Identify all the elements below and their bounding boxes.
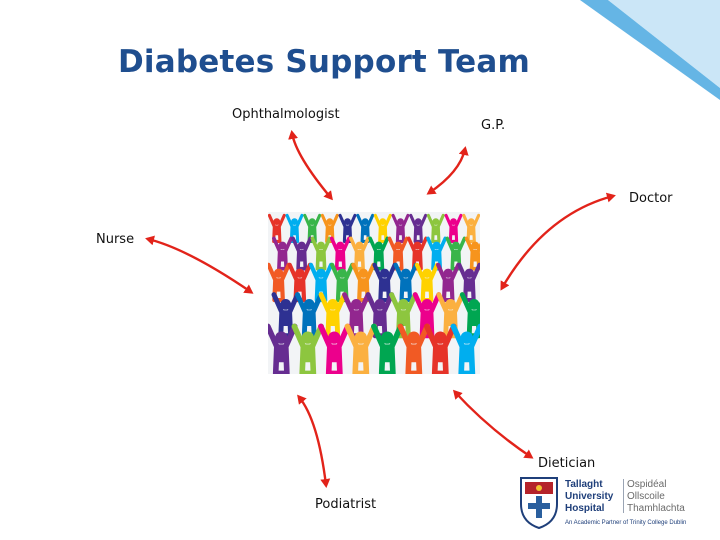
role-dietician: Dietician: [538, 456, 596, 471]
hospital-logo: Tallaght University Hospital Ospidéal Ol…: [517, 476, 697, 532]
crowd-person: [373, 213, 392, 243]
logo-text-en: Tallaght University Hospital: [565, 479, 614, 514]
crowd-person: [409, 213, 428, 243]
slide-title: Diabetes Support Team: [117, 44, 531, 80]
arrow-doctor: [500, 192, 616, 291]
role-nurse: Nurse: [96, 232, 135, 247]
crowd-person: [464, 236, 480, 271]
crowd-person: [371, 323, 404, 374]
crowd-person: [424, 323, 457, 374]
corner-accent-stripe: [580, 0, 720, 100]
crowd-person: [457, 262, 480, 303]
crowd-person: [426, 213, 445, 243]
crowd-person: [391, 213, 410, 243]
hospital-crest-icon: [520, 477, 558, 530]
logo-name-en-2: University: [565, 491, 614, 502]
arrow-dietician: [452, 389, 534, 459]
arrow-podiatrist: [297, 394, 331, 488]
arrow-nurse: [145, 235, 254, 294]
role-podiatrist: Podiatrist: [315, 497, 377, 512]
crowd-person: [450, 323, 480, 374]
arrow-gp: [426, 146, 469, 195]
logo-name-en-3: Hospital: [565, 503, 605, 514]
crowd-person: [291, 236, 313, 271]
crowd-person: [349, 236, 370, 271]
crowd-person: [397, 323, 431, 374]
crowd-person: [291, 323, 325, 374]
role-doctor: Doctor: [629, 191, 673, 206]
logo-divider: [623, 479, 624, 513]
logo-text-ga: Ospidéal Ollscoile Thamhlachta: [627, 479, 685, 514]
crowd-person: [368, 236, 390, 271]
crowd-person: [444, 213, 463, 243]
logo-name-ga-1: Ospidéal: [627, 479, 666, 490]
crowd-person: [372, 262, 397, 303]
role-ophthalmologist: Ophthalmologist: [232, 107, 340, 122]
crowd-person: [318, 323, 351, 374]
crowd-person: [462, 213, 480, 243]
logo-name-ga-3: Thamhlachta: [627, 503, 685, 514]
logo-name-en-1: Tallaght: [565, 479, 603, 490]
crowd-person: [344, 323, 378, 374]
crowd-person: [329, 236, 351, 271]
crowd-person: [268, 323, 298, 374]
crowd-person: [272, 236, 293, 271]
people-group-image: [268, 212, 480, 374]
role-gp: G.P.: [481, 118, 506, 133]
arrow-ophthalmologist: [288, 130, 333, 201]
logo-tagline: An Academic Partner of Trinity College D…: [565, 520, 687, 526]
crowd-person: [389, 292, 418, 339]
crowd-person: [412, 292, 442, 339]
logo-name-ga-2: Ollscoile: [627, 491, 665, 502]
